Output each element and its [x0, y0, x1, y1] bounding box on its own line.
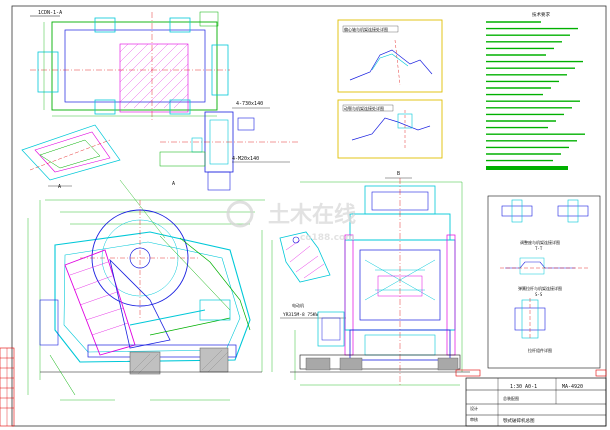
sheet-border [11, 5, 607, 427]
right-item-2: T-T [535, 246, 543, 251]
section-a-view: A [21, 124, 121, 190]
watermark-text-cn: 土木在线 [268, 202, 356, 228]
technical-notes: 技术要求 [486, 11, 585, 170]
right-item-5: 拉杆组件详图 [528, 347, 552, 353]
notes-highlight [486, 166, 568, 170]
detail-box-2-title: 动颚与机架连接处详图 [344, 105, 384, 111]
right-item-4: S-S [535, 292, 543, 297]
title-label-1: 设计 [470, 405, 478, 411]
top-view: 1CDN-1-A [30, 10, 230, 122]
right-detail-panel: 调整座与机架连接详图 T-T 弹簧拉杆与机架连接详图 S-S 拉杆组件详图 [487, 195, 601, 369]
motor-title: 电动机 [292, 302, 304, 308]
top-view-label: 1CDN-1-A [38, 10, 62, 16]
notes-lines [486, 21, 585, 162]
motor-note: YR315M-8 75KW [283, 312, 319, 318]
bolt-note: 4-M20x140 [232, 156, 259, 162]
detail-box-1-title: 偏心轴与机架连接处详图 [344, 26, 388, 32]
side-view: B [290, 171, 470, 386]
watermark: 土木在线 co188.com [226, 200, 356, 243]
side-view-label: B [397, 171, 400, 177]
watermark-logo-icon [226, 200, 254, 228]
watermark-text-en: co188.com [300, 233, 355, 243]
base-plate-detail: 4-730x140 4-M20x140 [159, 101, 300, 191]
front-view: A [27, 179, 273, 401]
section-a-label: A [58, 184, 61, 190]
right-item-1: 调整座与机架连接详图 [520, 239, 560, 245]
left-strip [0, 347, 15, 427]
dim-top: 4-730x140 [236, 101, 263, 107]
detail-box-2: 动颚与机架连接处详图 [337, 99, 443, 159]
title-block: 设计 审核 1:30 A0-1 MA-4920 总装配图 颚式破碎机总图 [455, 369, 607, 427]
title-name: 颚式破碎机总图 [503, 417, 535, 424]
title-org: 总装配图 [503, 395, 519, 401]
drawing-no: MA-4920 [562, 384, 583, 390]
right-item-3: 弹簧拉杆与机架连接详图 [518, 285, 562, 291]
motor-callout: 电动机 YR315M-8 75KW [279, 231, 346, 319]
notes-title: 技术要求 [532, 11, 550, 18]
front-view-label: A [172, 181, 175, 187]
scale-text: 1:30 A0-1 [510, 384, 537, 390]
title-label-2: 审核 [470, 416, 478, 422]
detail-box-1: 偏心轴与机架连接处详图 [337, 19, 443, 93]
